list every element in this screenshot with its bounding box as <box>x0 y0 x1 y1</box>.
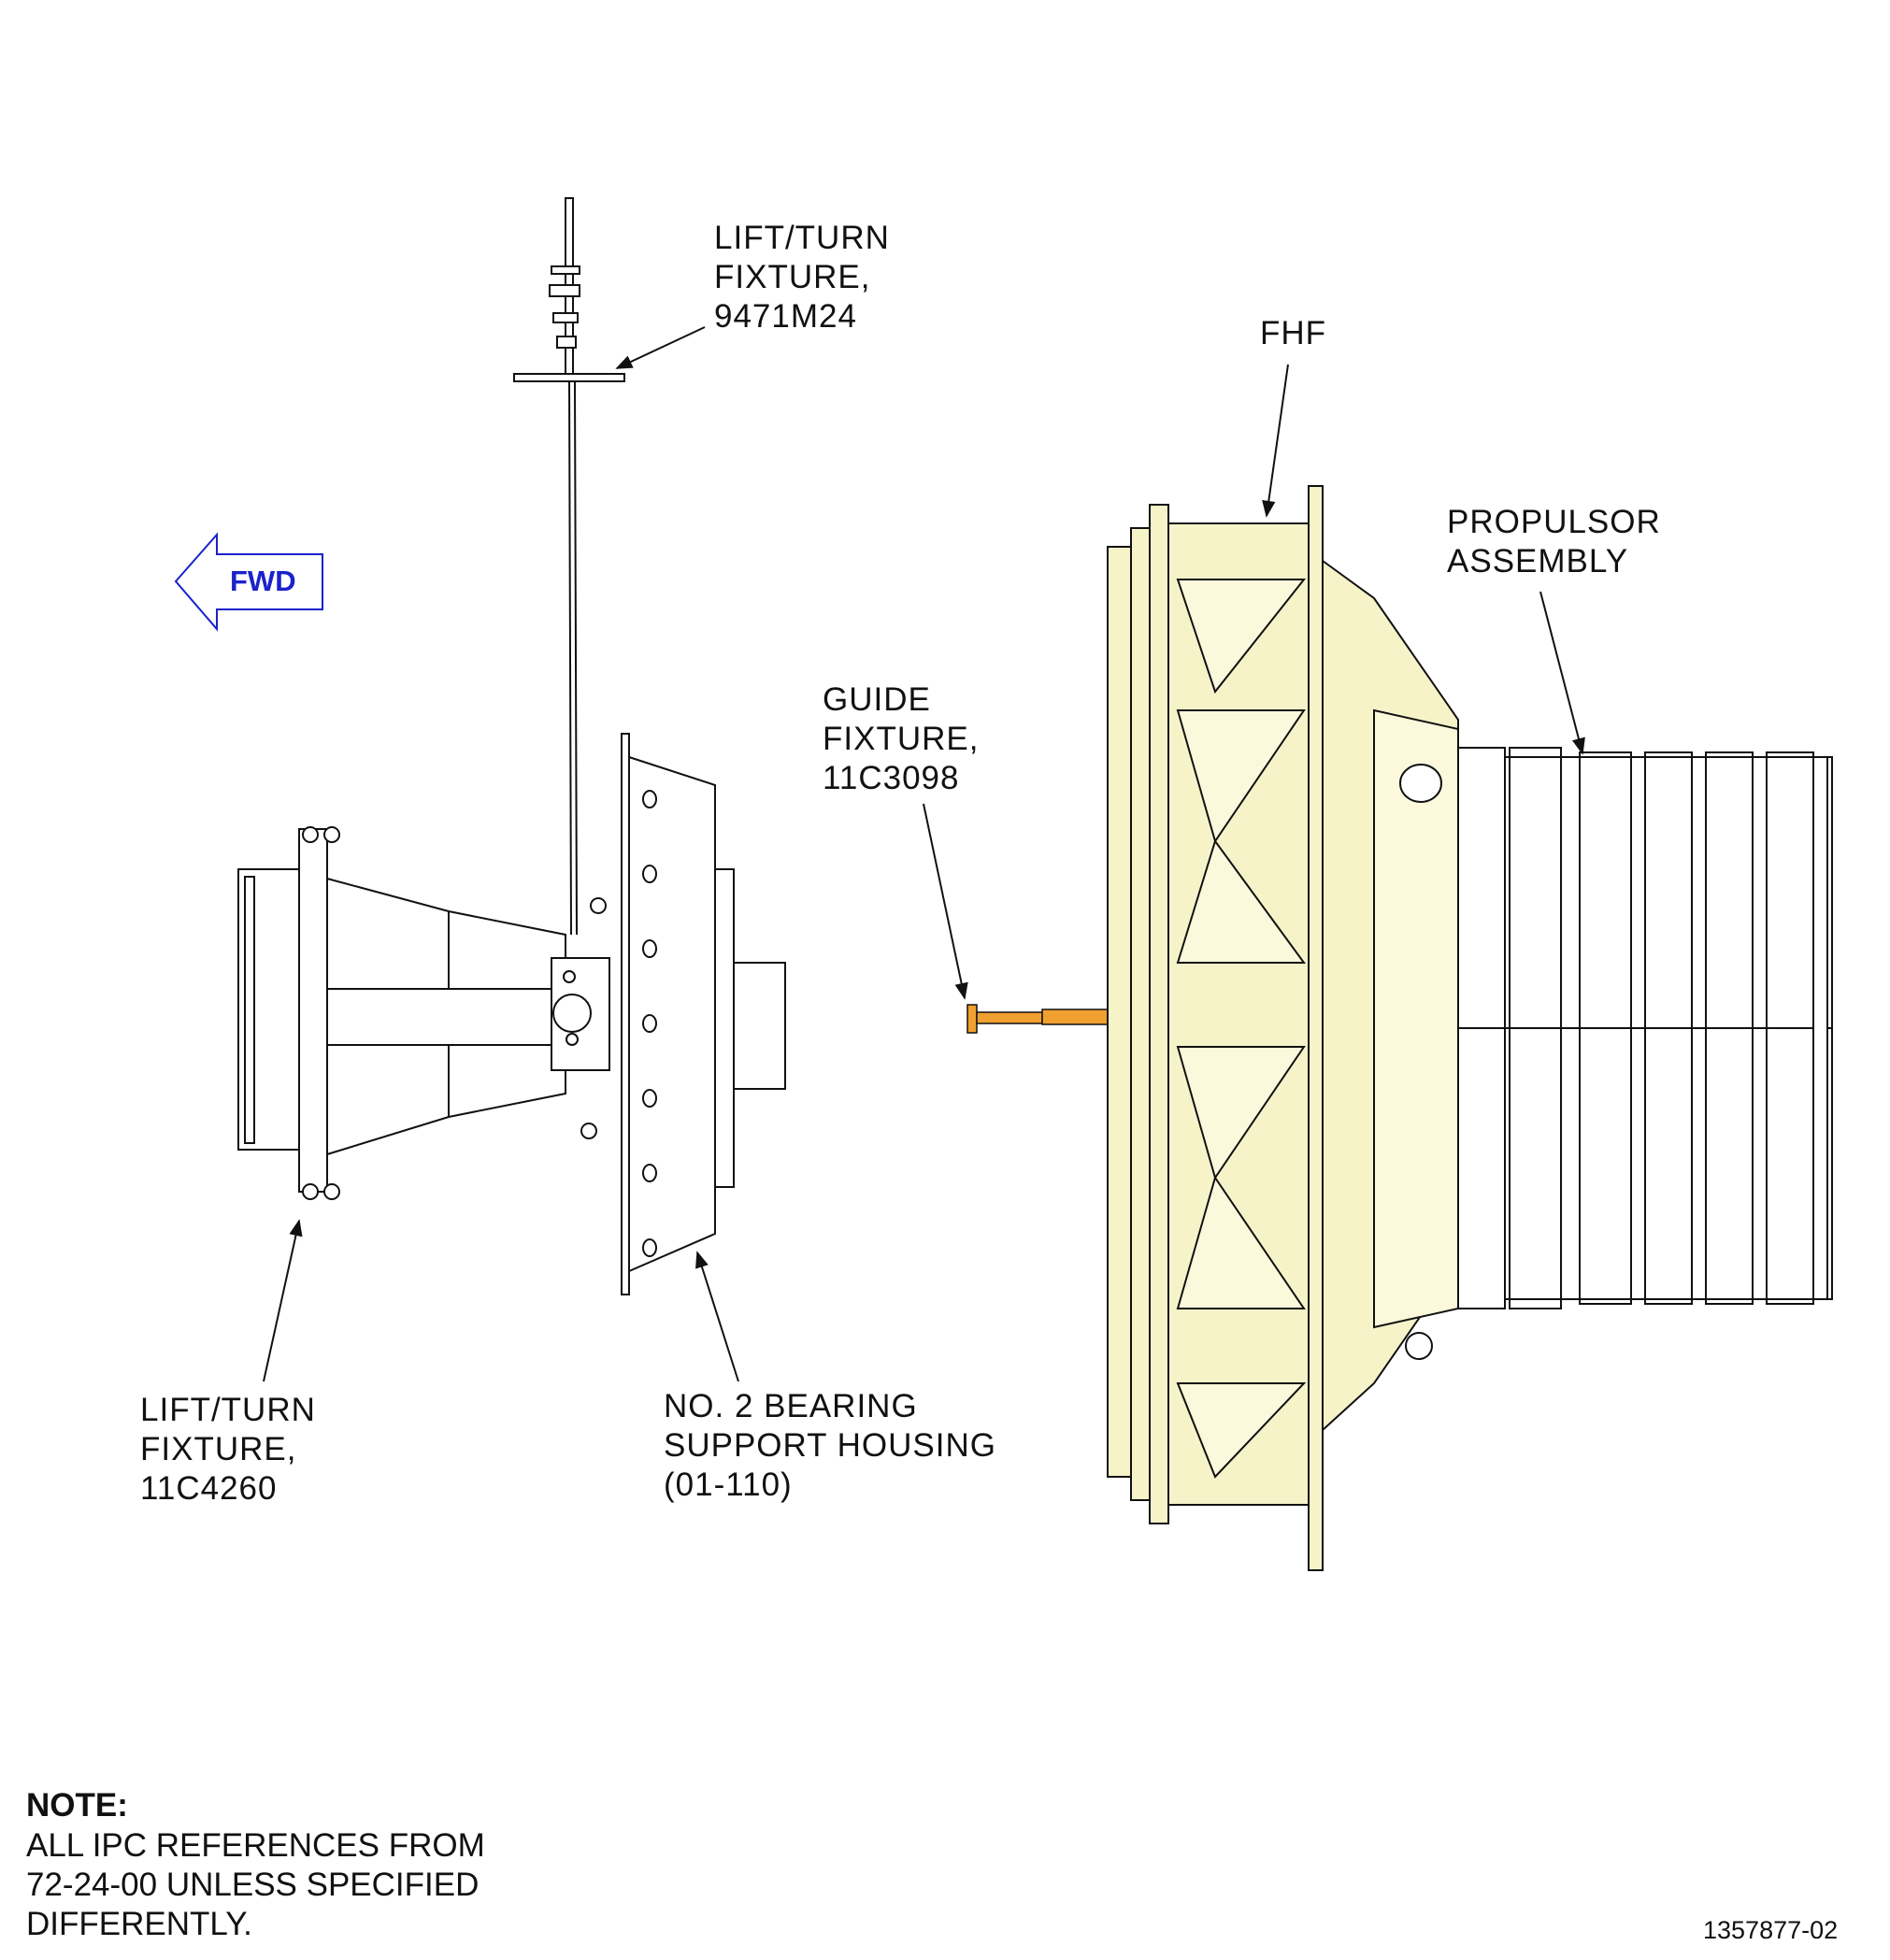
callout-line: LIFT/TURN <box>140 1392 316 1428</box>
propulsor-assembly <box>1457 747 1833 1309</box>
callout-bearing-support-housing: NO. 2 BEARING SUPPORT HOUSING (01-110) <box>664 1387 996 1505</box>
callout-line: SUPPORT HOUSING <box>664 1427 996 1464</box>
leader-bearing-housing <box>695 1251 739 1382</box>
leader-guide-fixture <box>923 803 968 1000</box>
callout-lift-turn-fixture-bottom: LIFT/TURN FIXTURE, 11C4260 <box>140 1391 316 1509</box>
note-line: 72-24-00 UNLESS SPECIFIED <box>26 1867 480 1903</box>
note-title: NOTE: <box>26 1787 128 1824</box>
callout-line: ASSEMBLY <box>1447 543 1629 579</box>
callout-line: LIFT/TURN <box>714 220 890 256</box>
leader-lift-turn-bottom <box>263 1219 303 1382</box>
leader-fhf <box>1262 364 1289 518</box>
callout-line: FIXTURE, <box>823 721 980 757</box>
lift-turn-fixture-11c4260 <box>237 826 610 1200</box>
lift-turn-fixture-9471m24 <box>513 197 625 936</box>
callout-line: 11C3098 <box>823 760 960 796</box>
callout-fhf: FHF <box>1260 314 1326 353</box>
guide-fixture-11c3098 <box>966 1004 1109 1034</box>
fhf-frame <box>1107 485 1459 1571</box>
callout-line: 9471M24 <box>714 298 857 335</box>
leader-lines <box>263 326 1585 1382</box>
callout-line: (01-110) <box>664 1466 793 1503</box>
leader-propulsor <box>1539 591 1585 755</box>
callout-line: NO. 2 BEARING <box>664 1388 918 1424</box>
callout-lift-turn-fixture-top: LIFT/TURN FIXTURE, 9471M24 <box>714 219 890 336</box>
figure-number: 1357877-02 <box>1703 1916 1839 1944</box>
callout-guide-fixture: GUIDE FIXTURE, 11C3098 <box>823 680 979 798</box>
callout-propulsor-assembly: PROPULSOR ASSEMBLY <box>1447 503 1661 581</box>
callout-line: FIXTURE, <box>140 1431 297 1467</box>
note-body: ALL IPC REFERENCES FROM 72-24-00 UNLESS … <box>26 1826 485 1944</box>
callout-line: 11C4260 <box>140 1470 278 1507</box>
callout-line: FIXTURE, <box>714 259 871 295</box>
callout-line: PROPULSOR <box>1447 504 1661 540</box>
note-line: ALL IPC REFERENCES FROM <box>26 1827 485 1864</box>
no-2-bearing-support-housing <box>621 733 786 1295</box>
callout-line: FHF <box>1260 315 1327 351</box>
note-line: DIFFERENTLY. <box>26 1906 252 1942</box>
fwd-label: FWD <box>230 565 296 597</box>
leader-lift-turn-top <box>615 326 706 369</box>
fwd-arrow-icon <box>174 532 323 632</box>
callout-line: GUIDE <box>823 681 931 718</box>
